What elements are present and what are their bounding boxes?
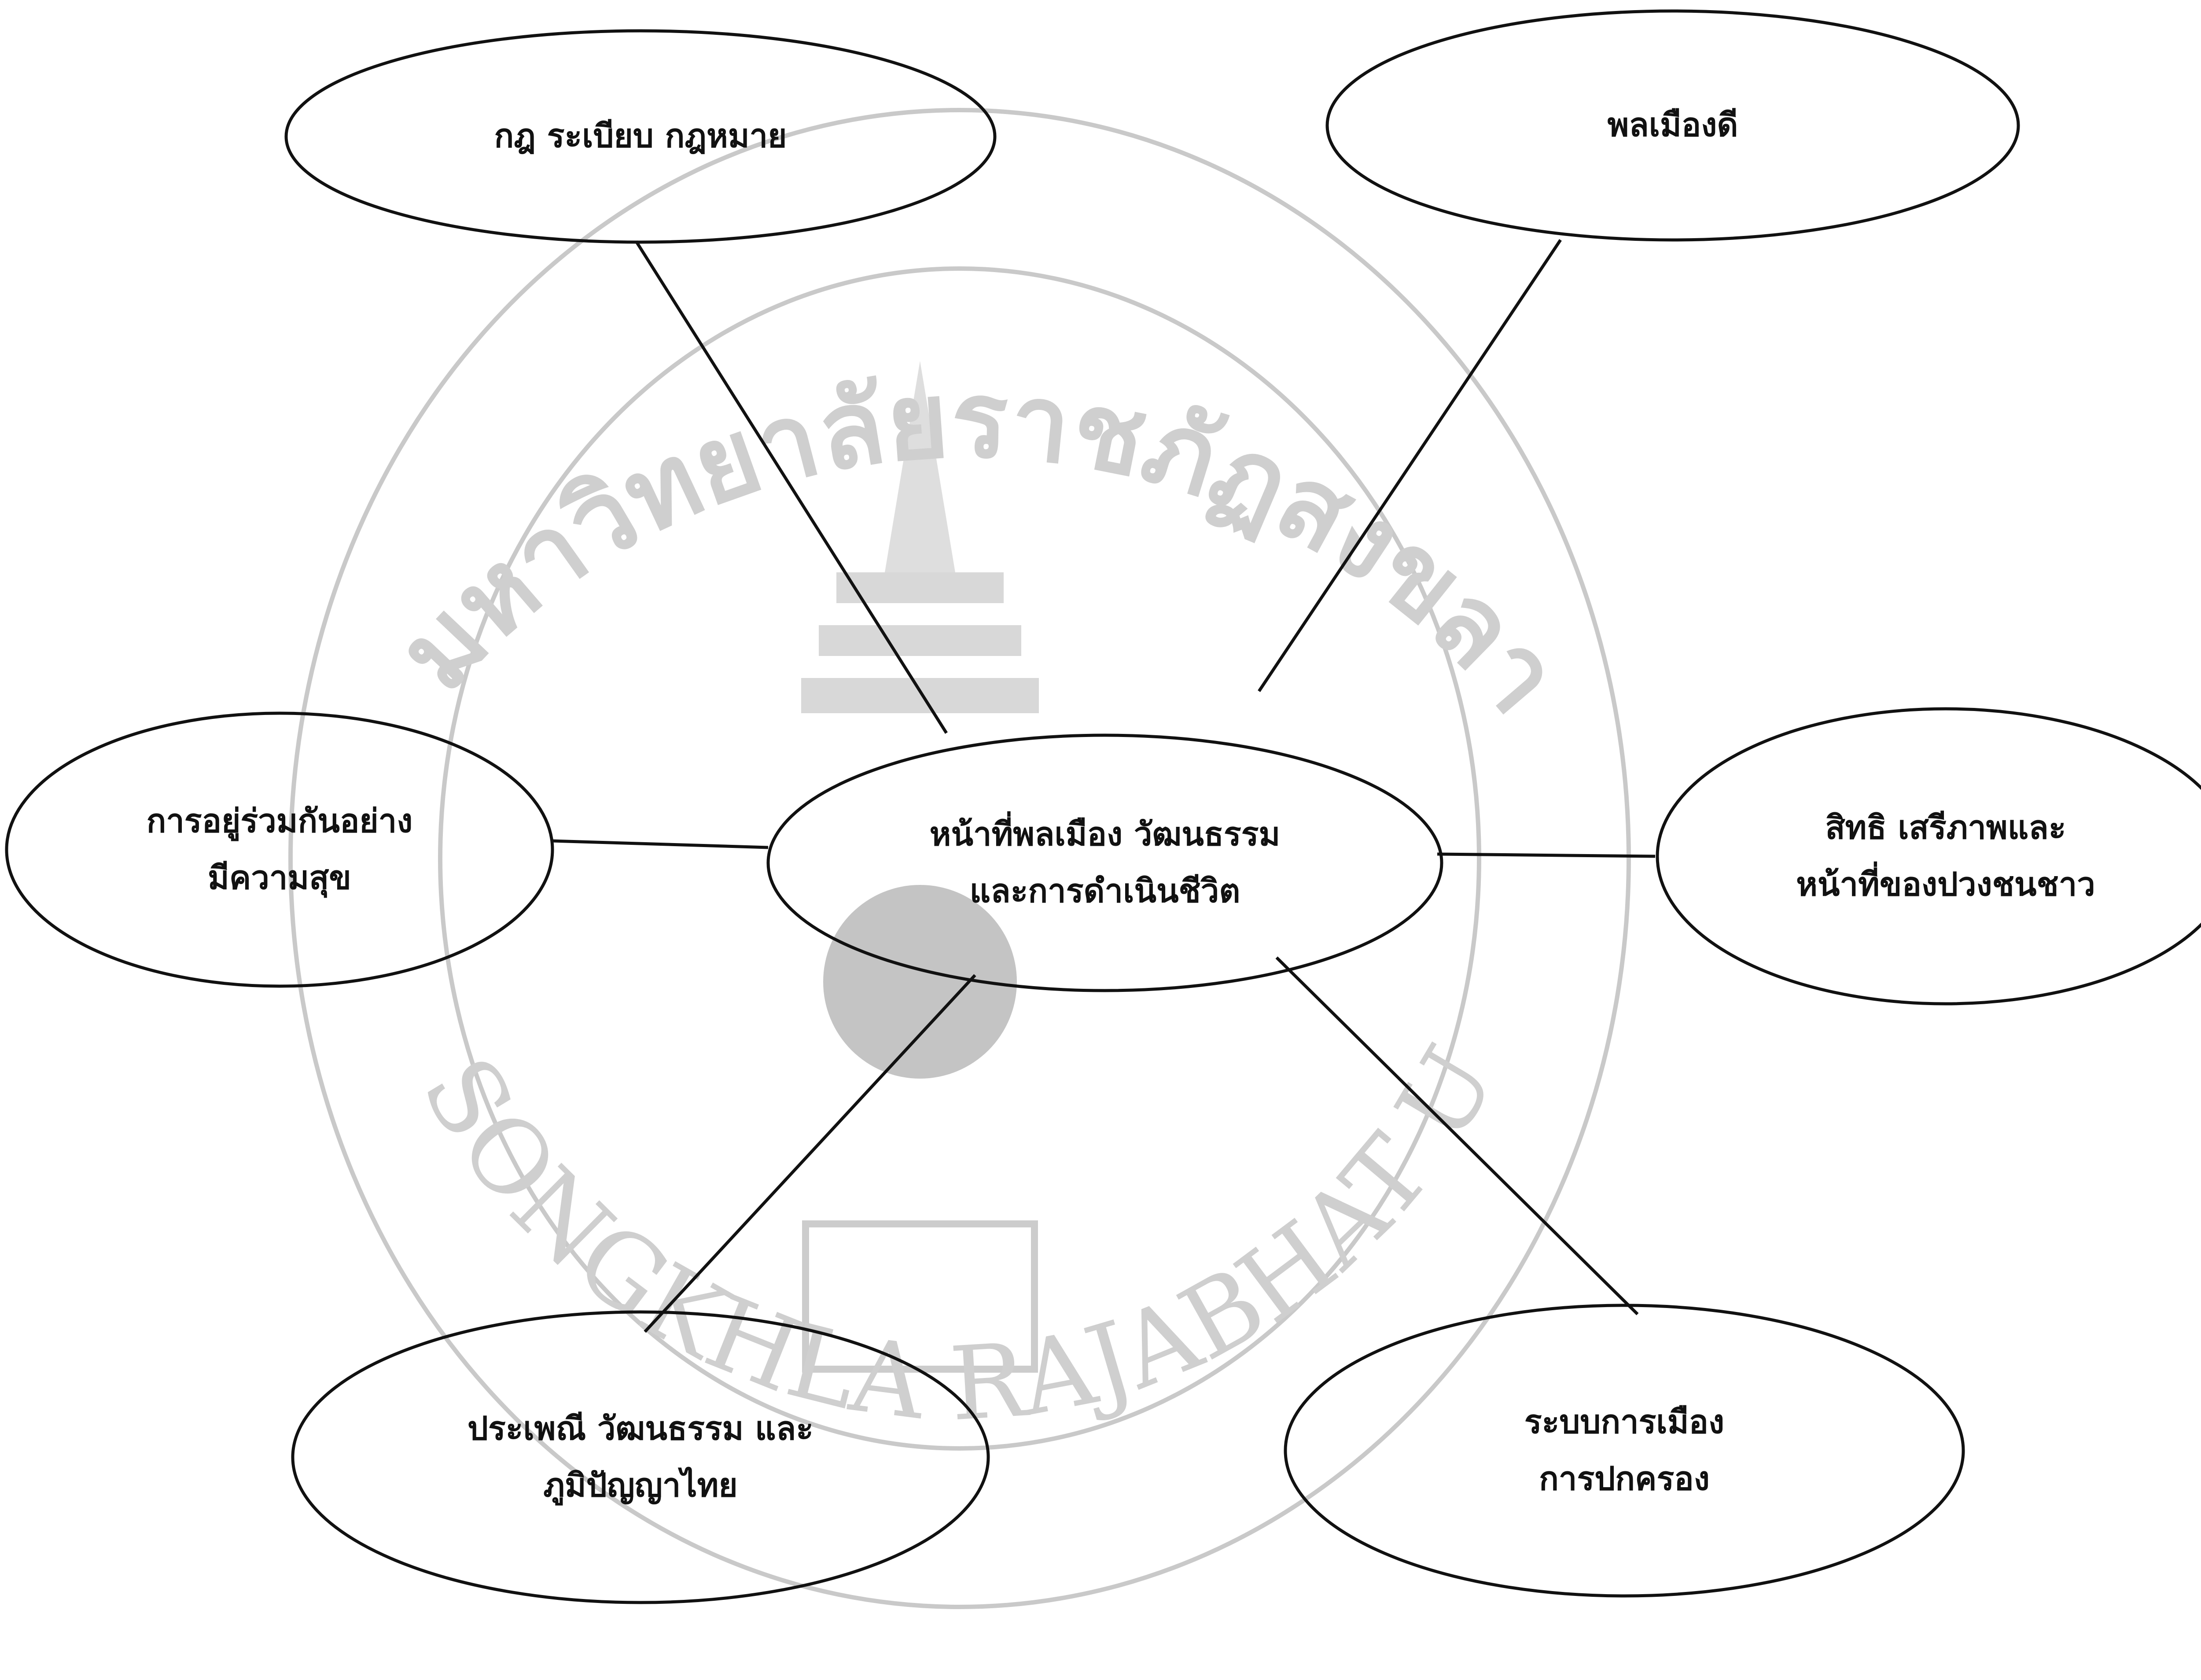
node-living-together-line-1: การอยู่ร่วมกันอย่าง xyxy=(146,802,413,840)
node-good-citizen-ellipse xyxy=(1325,9,2020,242)
node-living-together-line-2: มีความสุข xyxy=(208,859,351,897)
node-law-ellipse xyxy=(284,29,997,244)
node-tradition-line-1: ประเพณี วัฒนธรรม และ xyxy=(467,1409,813,1448)
connector-good-citizen xyxy=(1258,239,1562,692)
node-living-together: การอยู่ร่วมกันอย่าง มีความสุข xyxy=(7,713,552,986)
node-rights: สิทธิ เสรีภาพและ หน้าที่ของปวงชนชาว xyxy=(1657,709,2201,1004)
connector-law xyxy=(635,240,948,734)
node-tradition-line-2: ภูมิปัญญาไทย xyxy=(543,1466,738,1504)
node-politics-ellipse xyxy=(1284,1304,1965,1598)
node-good-citizen-line-1: พลเมืองดี xyxy=(1607,106,1738,144)
seal-emblem xyxy=(801,361,1039,1373)
node-rights-line-2: หน้าที่ของปวงชนชาว xyxy=(1796,866,2095,903)
node-politics-line-1: ระบบการเมือง xyxy=(1524,1403,1725,1441)
connector-living-together xyxy=(552,839,769,849)
node-politics: ระบบการเมือง การปกครอง xyxy=(1285,1305,1963,1596)
node-tradition: ประเพณี วัฒนธรรม และ ภูมิปัญญาไทย xyxy=(293,1312,988,1603)
center-ellipse xyxy=(766,733,1443,992)
node-living-together-ellipse xyxy=(5,711,554,988)
center-node: หน้าที่พลเมือง วัฒนธรรม และการดำเนินชีวิ… xyxy=(768,735,1442,991)
node-rights-line-1: สิทธิ เสรีภาพและ xyxy=(1825,808,2066,847)
seal-rings xyxy=(288,108,1631,1609)
node-law: กฎ ระเบียบ กฎหมาย xyxy=(286,31,995,242)
connector-rights xyxy=(1437,852,1656,858)
node-rights-ellipse xyxy=(1656,707,2201,1006)
center-line-1: หน้าที่พลเมือง วัฒนธรรม xyxy=(929,815,1281,853)
node-politics-line-2: การปกครอง xyxy=(1539,1460,1710,1498)
node-law-line-1: กฎ ระเบียบ กฎหมาย xyxy=(494,117,787,155)
connector-tradition xyxy=(644,974,976,1333)
connector-politics xyxy=(1275,956,1639,1315)
center-line-2: และการดำเนินชีวิต xyxy=(969,872,1240,910)
node-tradition-ellipse xyxy=(291,1310,990,1604)
node-good-citizen: พลเมืองดี xyxy=(1327,11,2018,240)
